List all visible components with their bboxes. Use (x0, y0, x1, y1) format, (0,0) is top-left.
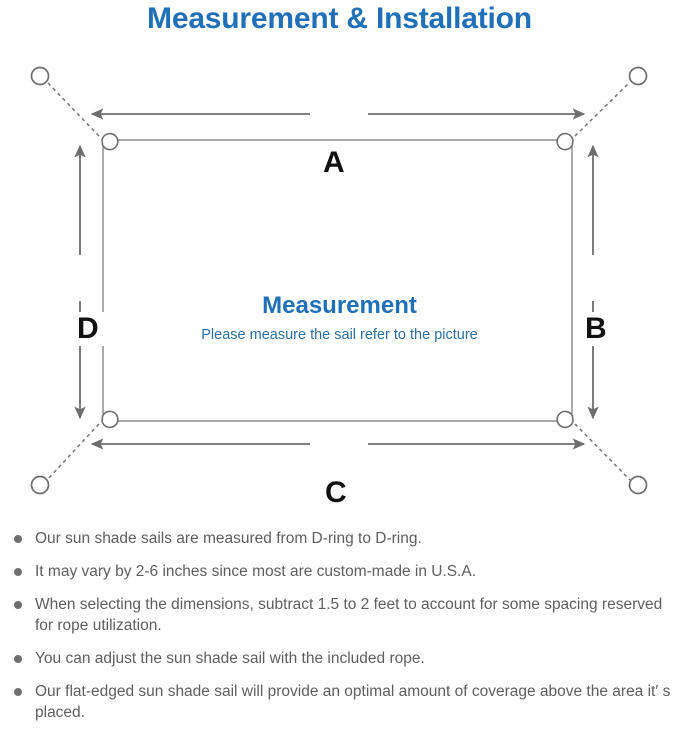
bullet-icon (14, 655, 22, 663)
list-item: You can adjust the sun shade sail with t… (8, 648, 673, 669)
bullet-icon (14, 601, 22, 609)
anchor-ring-bottom-right (628, 475, 648, 495)
d-ring-bottom-left (101, 410, 119, 429)
rope-bottom-right (574, 423, 631, 481)
page-title: Measurement & Installation (147, 2, 532, 35)
diagram-svg (30, 66, 648, 495)
d-ring-top-left (101, 132, 119, 151)
dimension-label-b: B (578, 312, 614, 346)
rope-lines (46, 81, 631, 481)
dimension-label-a: A (316, 146, 352, 180)
list-item-text: Our sun shade sails are measured from D-… (35, 530, 422, 547)
bullet-icon (14, 568, 22, 576)
list-item: It may vary by 2-6 inches since most are… (8, 561, 673, 582)
dimension-label-d: D (70, 312, 106, 346)
list-item-text: Our flat-edged sun shade sail will provi… (35, 683, 671, 721)
anchor-ring-top-left (30, 66, 50, 86)
list-item-text: It may vary by 2-6 inches since most are… (35, 563, 477, 580)
anchor-ring-top-right (628, 66, 648, 86)
notes-list: Our sun shade sails are measured from D-… (8, 528, 673, 723)
sail-outline (102, 139, 573, 422)
d-ring-bottom-right (556, 410, 574, 429)
sail-heading: Measurement (262, 292, 417, 319)
d-ring-top-right (556, 132, 574, 151)
anchor-ring-bottom-left (30, 475, 50, 495)
bullet-icon (14, 688, 22, 696)
rope-top-left (46, 81, 100, 137)
measurement-diagram: Measurement Please measure the sail refe… (0, 48, 679, 518)
rope-bottom-left (46, 423, 100, 481)
d-rings (101, 132, 574, 429)
list-item: When selecting the dimensions, subtract … (8, 594, 673, 636)
list-item: Our sun shade sails are measured from D-… (8, 528, 673, 549)
sail-subheading: Please measure the sail refer to the pic… (201, 327, 478, 343)
rope-top-right (574, 81, 631, 137)
dimension-label-c: C (318, 476, 354, 510)
anchor-rings (30, 66, 648, 495)
list-item: Our flat-edged sun shade sail will provi… (8, 681, 673, 723)
bullet-icon (14, 535, 22, 543)
list-item-text: When selecting the dimensions, subtract … (35, 596, 663, 634)
list-item-text: You can adjust the sun shade sail with t… (35, 650, 425, 667)
